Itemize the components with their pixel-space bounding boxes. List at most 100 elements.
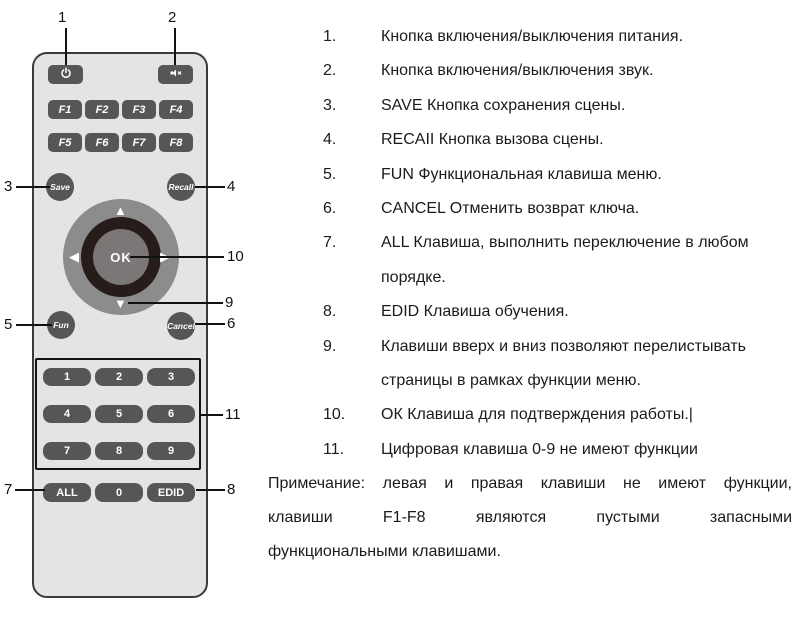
- list-item-number: 4.: [323, 131, 337, 149]
- digit-button: 3: [147, 368, 195, 386]
- numpad-outline-box: 1 2 3 4 5 6 7 8: [35, 358, 201, 470]
- list-item-text: ALL Клавиша, выполнить переключение в лю…: [381, 234, 749, 286]
- function-key: F2: [85, 100, 119, 119]
- speaker-mute-icon: [169, 66, 183, 84]
- callout-4: 4: [227, 178, 236, 195]
- list-item: 9. Клавиши вверх и вниз позволяют перели…: [323, 330, 792, 399]
- mute-button: [158, 65, 193, 84]
- bottom-button: ALL: [43, 483, 91, 502]
- callout-10: 10: [227, 248, 244, 265]
- remote-diagram: F1 F2 F3 F4 F5 F6 F7 F8 Save Recall: [0, 0, 260, 630]
- list-item-number: 11.: [323, 440, 345, 458]
- list-item-text: Клавиши вверх и вниз позволяют перелисты…: [381, 337, 746, 390]
- callout-8: 8: [227, 481, 236, 498]
- list-item-number: 9.: [323, 337, 337, 355]
- callout-6: 6: [227, 315, 236, 332]
- arrow-left-icon: ◀: [69, 249, 79, 264]
- callout-2: 2: [168, 9, 177, 26]
- dpad: ▲ ▼ ◀ ▶ OK: [63, 199, 179, 315]
- arrow-up-icon: ▲: [114, 203, 127, 218]
- callout-line-11: [200, 414, 223, 416]
- list-item: 4. RECAII Кнопка вызова сцены.: [323, 123, 792, 157]
- callout-line-5: [16, 324, 52, 326]
- function-key: F4: [159, 100, 193, 119]
- list-item-number: 8.: [323, 303, 337, 321]
- list-item-text: Кнопка включения/выключения звук.: [381, 62, 654, 80]
- list-item: 2. Кнопка включения/выключения звук.: [323, 54, 792, 88]
- description-list: 1. Кнопка включения/выключения питания. …: [268, 20, 792, 467]
- list-item-text: Кнопка включения/выключения питания.: [381, 28, 684, 45]
- function-key: F5: [48, 133, 82, 152]
- bottom-button: 0: [95, 483, 143, 502]
- list-item-number: 3.: [323, 96, 337, 114]
- callout-1: 1: [58, 9, 67, 26]
- list-item: 11. Цифровая клавиша 0-9 не имеют функци…: [323, 433, 792, 467]
- list-item-number: 1.: [323, 28, 337, 45]
- list-item-text: SAVE Кнопка сохранения сцены.: [381, 96, 626, 114]
- digit-button: 6: [147, 405, 195, 423]
- bottom-button: EDID: [147, 483, 195, 502]
- list-item: 7. ALL Клавиша, выполнить переключение в…: [323, 226, 792, 295]
- list-item-number: 10.: [323, 406, 346, 424]
- list-item: 10. ОК Клавиша для подтверждения работы.…: [323, 398, 792, 432]
- list-item-text: ОК Клавиша для подтверждения работы.|: [381, 406, 693, 424]
- descriptions-pane: 1. Кнопка включения/выключения питания. …: [268, 20, 792, 569]
- list-item: 6. CANCEL Отменить возврат ключа.: [323, 192, 792, 226]
- power-button: [48, 65, 83, 84]
- power-icon: [60, 66, 72, 84]
- function-key: F1: [48, 100, 82, 119]
- digit-button: 9: [147, 442, 195, 460]
- digit-button: 4: [43, 405, 91, 423]
- list-item: 1. Кнопка включения/выключения питания.: [323, 20, 792, 54]
- list-item-number: 6.: [323, 200, 337, 218]
- function-key: F6: [85, 133, 119, 152]
- digit-button: 5: [95, 405, 143, 423]
- recall-button: Recall: [167, 173, 195, 201]
- list-item: 5. FUN Функциональная клавиша меню.: [323, 158, 792, 192]
- function-key: F3: [122, 100, 156, 119]
- callout-line-4: [195, 186, 225, 188]
- save-button: Save: [46, 173, 74, 201]
- list-item: 3. SAVE Кнопка сохранения сцены.: [323, 89, 792, 123]
- callout-line-1: [65, 28, 67, 65]
- list-item-text: CANCEL Отменить возврат ключа.: [381, 200, 640, 218]
- fun-button: Fun: [47, 311, 75, 339]
- digit-button: 8: [95, 442, 143, 460]
- function-key-grid: F1 F2 F3 F4 F5 F6 F7 F8: [48, 100, 193, 152]
- callout-line-10: [130, 256, 224, 258]
- note-line: клавиши F1-F8 являются пустыми запасными: [268, 509, 792, 527]
- list-item-text: EDID Клавиша обучения.: [381, 303, 569, 321]
- bottom-button-row: ALL 0 EDID: [43, 483, 195, 502]
- callout-7: 7: [4, 481, 13, 498]
- digit-button: 7: [43, 442, 91, 460]
- callout-3: 3: [4, 178, 13, 195]
- callout-9: 9: [225, 294, 234, 311]
- note-line: функциональными клавишами.: [268, 543, 501, 561]
- cancel-button: Cancel: [167, 312, 195, 340]
- list-item-number: 5.: [323, 165, 337, 183]
- list-item-text: FUN Функциональная клавиша меню.: [381, 165, 662, 183]
- arrow-down-icon: ▼: [114, 296, 127, 311]
- list-item-number: 2.: [323, 62, 337, 80]
- callout-line-6: [195, 323, 225, 325]
- list-item-number: 7.: [323, 234, 337, 252]
- callout-5: 5: [4, 316, 13, 333]
- digit-button: 2: [95, 368, 143, 386]
- callout-line-3: [16, 186, 50, 188]
- list-item: 8. EDID Клавиша обучения.: [323, 295, 792, 329]
- function-key: F7: [122, 133, 156, 152]
- digit-grid: 1 2 3 4 5 6 7 8: [37, 360, 199, 460]
- remote-body: F1 F2 F3 F4 F5 F6 F7 F8 Save Recall: [32, 52, 208, 598]
- callout-11: 11: [225, 406, 241, 423]
- callout-line-7: [15, 489, 45, 491]
- note-line: Примечание: левая и правая клавиши не им…: [268, 475, 792, 493]
- list-item-text: Цифровая клавиша 0-9 не имеют функции: [381, 440, 698, 458]
- function-key: F8: [159, 133, 193, 152]
- callout-line-9: [128, 302, 223, 304]
- ok-label: OK: [110, 249, 132, 265]
- digit-button: 1: [43, 368, 91, 386]
- list-item-text: RECAII Кнопка вызова сцены.: [381, 131, 604, 149]
- callout-line-2: [174, 28, 176, 65]
- callout-line-8: [196, 489, 225, 491]
